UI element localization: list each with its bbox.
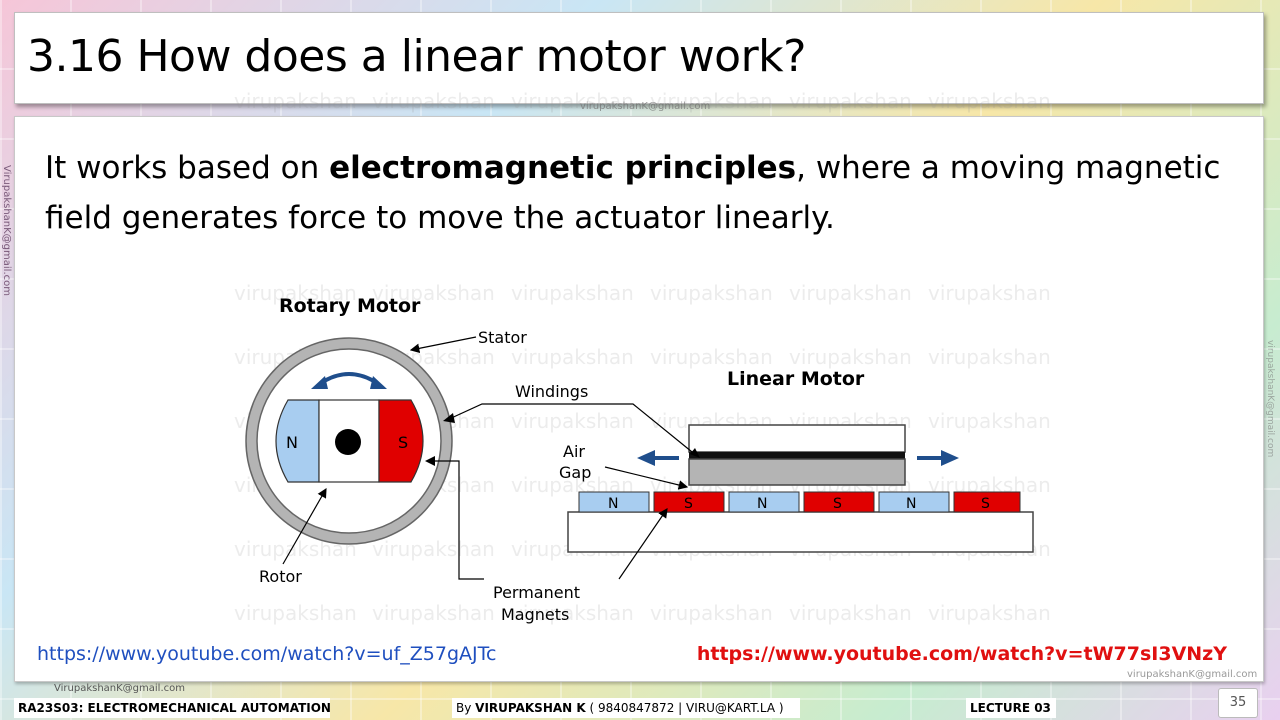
footer: RA23S03: ELECTROMECHANICAL AUTOMATION By… [0,688,1280,720]
intro-text-start: It works based on [45,150,330,186]
content-watermark-email: virupakshanK@gmail.com [1127,669,1258,680]
intro-text-end: , where a moving magnetic field generate… [45,150,1221,236]
footer-course: RA23S03: ELECTROMECHANICAL AUTOMATION [14,698,331,718]
leader-air-gap [604,466,689,490]
label-windings: Windings [515,382,588,401]
motion-arrowhead-left [637,450,655,466]
rotor-n-label: N [286,433,298,452]
title-watermark-email: virupakshanK@gmail.com [580,101,711,112]
linear-base [567,511,1034,553]
leader-magnets-left-head [425,456,435,466]
label-rotor: Rotor [259,567,302,586]
rotor-s-label: S [398,433,408,452]
leader-magnets-right [618,508,668,580]
rotary-motor-title: Rotary Motor [279,295,421,317]
mover-bottom [688,458,906,486]
footer-email: VirupakshanK@gmail.com [54,683,185,694]
label-air: Air [563,442,585,461]
leader-windings-head [443,413,455,423]
title-box: 3.16 How does a linear motor work? virup… [14,12,1264,112]
magnet-s-2 [803,491,875,513]
label-permanent: Permanent [493,583,580,602]
intro-text-bold: electromagnetic principles [329,150,797,186]
mover-winding [689,452,905,459]
rotor-south-pole [378,399,424,483]
footer-contact: ( 9840847872 | VIRU@KART.LA ) [585,701,784,715]
footer-author: By VIRUPAKSHAN K ( 9840847872 | VIRU@KAR… [452,698,800,718]
label-stator: Stator [478,328,527,347]
footer-by: By [456,701,476,715]
magnet-n-2 [728,491,800,513]
magnet-s-3 [953,491,1021,513]
leader-magnets-left [430,460,484,580]
magnet-n-label: N [906,496,916,512]
content-box: virupakshan virupakshan virupakshan viru… [14,89,1264,682]
leader-rotor [282,487,327,565]
rotary-motor: N S [245,337,453,545]
linear-motor-title: Linear Motor [727,368,865,390]
motion-arrowhead-right [941,450,959,466]
magnet-n-1 [578,491,650,513]
rotation-arrowhead-left [311,376,328,389]
rotor-shaft [335,429,361,455]
leader-windings [446,403,698,457]
motor-diagram: Rotary Motor Linear Motor N S N [245,295,1034,624]
footer-author-name: VIRUPAKSHAN K [475,701,586,715]
youtube-link-right[interactable]: https://www.youtube.com/watch?v=tW77sI3V… [696,643,1227,665]
magnet-n-label: N [757,496,767,512]
page-number: 35 [1218,688,1258,718]
magnet-s-1 [653,491,725,513]
footer-lecture: LECTURE 03 [966,698,1056,718]
magnet-s-label: S [981,496,990,512]
side-email-right: virupakshanK@gmail.com [1265,340,1275,458]
magnet-n-3 [878,491,950,513]
youtube-link-left[interactable]: https://www.youtube.com/watch?v=uf_Z57gA… [37,643,497,665]
rotation-arrowhead-right [370,376,387,389]
magnet-s-label: S [684,496,693,512]
mover-top [688,424,906,453]
side-email-left: VirupakshanK@gmail.com [1,165,12,296]
label-gap: Gap [559,463,591,482]
magnet-n-label: N [608,496,618,512]
leader-windings-head-right [690,448,700,458]
slide-title: 3.16 How does a linear motor work? [27,31,807,82]
magnet-s-label: S [833,496,842,512]
linear-motor: N S N S N S [567,424,1034,553]
intro-paragraph: It works based on electromagnetic princi… [45,143,1225,243]
rotor-north-pole [275,399,320,483]
label-magnets: Magnets [501,605,569,624]
leader-stator [409,336,477,354]
